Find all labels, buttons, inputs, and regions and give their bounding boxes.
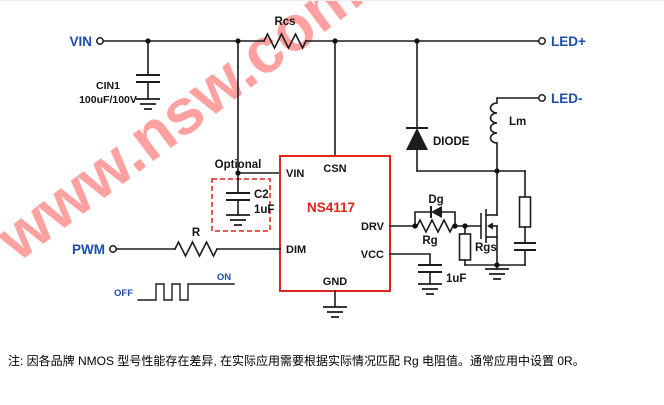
dg-label: Dg	[428, 194, 443, 206]
pin-drv-label: DRV	[361, 221, 385, 233]
ic-body	[279, 155, 391, 292]
vcc-wire	[389, 253, 431, 266]
power-ground-bus	[464, 264, 526, 280]
led-minus-wire	[496, 97, 540, 104]
snubber-rc	[514, 170, 536, 266]
terminal-circles	[96, 37, 546, 253]
junction-dot	[414, 38, 420, 44]
pwm-input-branch	[115, 240, 281, 258]
junction-dot	[235, 170, 241, 176]
waveform-off-label: OFF	[114, 288, 133, 299]
c2-name-label: C2	[254, 189, 269, 201]
footnote: 注: 因各品牌 NMOS 型号性能存在差异, 在实际应用需要根据实际情况匹配 R…	[8, 354, 585, 368]
led-minus-label: LED-	[551, 91, 583, 106]
pwm-waveform	[137, 283, 235, 301]
optional-label: Optional	[215, 159, 262, 171]
snubber-capacitor	[514, 242, 536, 251]
lm-label: Lm	[509, 116, 526, 128]
pin-gnd-label: GND	[323, 276, 348, 288]
rcs-resistor	[262, 32, 308, 50]
nmos-arrow	[487, 222, 493, 230]
optional-dashed-box	[211, 178, 271, 232]
r-resistor	[173, 240, 219, 258]
input-cap-cin1	[136, 40, 160, 110]
vcc-ground-icon	[418, 283, 442, 295]
junction-dot	[412, 223, 418, 229]
r-label: R	[192, 227, 201, 239]
vcc-cap-branch	[389, 253, 442, 295]
c2-ground-icon	[226, 214, 250, 226]
pwm-terminal	[109, 245, 117, 253]
ic-ns4117	[279, 155, 391, 292]
power-ground-icon	[485, 268, 509, 280]
junction-dot	[494, 168, 500, 174]
led-minus-terminal	[538, 94, 546, 102]
junction-dot	[235, 38, 241, 44]
c2-capacitor	[226, 192, 250, 201]
pin-dim-label: DIM	[286, 244, 306, 256]
rcs-label: Rcs	[274, 16, 295, 28]
vcc-cap-label: 1uF	[446, 273, 466, 285]
rgs-label: Rgs	[475, 242, 497, 254]
junction-dot	[452, 223, 458, 229]
junction-dot	[145, 38, 151, 44]
cin1-value-label: 100uF/100V	[79, 94, 137, 106]
nmos-transistor	[480, 209, 498, 266]
vin-terminal	[96, 37, 104, 45]
pin-csn-label: CSN	[323, 163, 346, 175]
rgs-resistor	[458, 233, 472, 261]
junction-dots	[145, 38, 500, 268]
led-plus-label: LED+	[551, 34, 586, 49]
lm-coil	[489, 102, 498, 144]
cin1-ground-icon	[136, 98, 160, 110]
c2-value-label: 1uF	[254, 204, 274, 216]
vin-terminal-label: VIN	[69, 34, 92, 49]
gnd-pin-branch	[323, 290, 347, 318]
cin1-name-label: CIN1	[96, 80, 120, 92]
junction-dot	[462, 223, 468, 229]
diode-triangle	[406, 128, 428, 150]
cin1-capacitor	[136, 74, 160, 83]
dg-triangle	[431, 206, 442, 218]
optional-cap-c2	[211, 172, 271, 232]
junction-dot	[332, 38, 338, 44]
ic-name-label: NS4117	[307, 200, 355, 215]
pwm-terminal-label: PWM	[72, 242, 105, 257]
ic-ground-icon	[323, 306, 347, 318]
diode-label: DIODE	[433, 136, 470, 148]
pin-vin-label: VIN	[286, 168, 304, 180]
waveform-on-label: ON	[217, 272, 231, 283]
rg-resistor	[415, 218, 455, 234]
rg-label: Rg	[422, 235, 437, 247]
led-plus-terminal	[538, 37, 546, 45]
freewheel-diode	[406, 40, 428, 172]
inductor-lm	[489, 97, 540, 216]
vcc-capacitor	[418, 264, 442, 273]
junction-dot	[494, 262, 500, 268]
pin-vcc-label: VCC	[361, 249, 384, 261]
snubber-resistor	[518, 196, 532, 228]
